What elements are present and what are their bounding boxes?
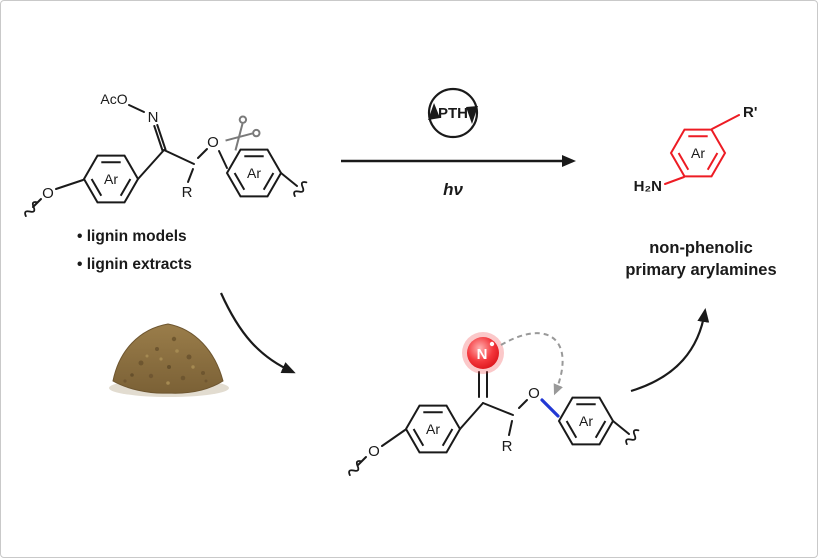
phenolic-o-label: O <box>368 443 380 460</box>
ar-label: Ar <box>579 413 593 429</box>
ether-o-label: O <box>528 385 540 402</box>
aco-label: AcO <box>100 91 127 107</box>
scissors-icon <box>220 114 262 156</box>
phenolic-o-label: O <box>42 185 54 202</box>
substrate-structure: O Ar AcO N R O Ar <box>22 91 310 219</box>
hv-label: hν <box>443 180 463 199</box>
ar-label: Ar <box>691 145 705 161</box>
bullet-lignin-extracts: • lignin extracts <box>77 256 192 273</box>
product-caption-line2: primary arylamines <box>625 261 776 279</box>
nitrogen-radical-highlight: N <box>462 332 504 374</box>
bullet-lignin-models: • lignin models <box>77 228 187 245</box>
intermediate-structure: O Ar R O Ar <box>346 371 642 478</box>
oxime-n-label: N <box>148 109 159 126</box>
pth-label: PTH <box>438 105 468 122</box>
chain-truncation-squiggle <box>623 427 642 447</box>
curved-arrow-to-product <box>630 308 710 393</box>
highlighted-aryl-ether-bond <box>540 398 560 418</box>
r-prime-label: R' <box>743 104 757 121</box>
r-label: R <box>502 438 513 455</box>
h2n-label: H₂N <box>634 178 662 195</box>
radical-attack-dashed-arrow <box>500 332 564 396</box>
product-caption-line1: non-phenolic <box>649 239 753 257</box>
chain-truncation-squiggle <box>291 179 310 199</box>
radical-n-label: N <box>477 346 488 363</box>
ar-label: Ar <box>104 171 118 187</box>
lignin-powder-image <box>109 323 229 397</box>
r-label: R <box>182 184 193 201</box>
product-structure: H₂N Ar R' <box>634 104 758 195</box>
pth-catalytic-cycle-icon <box>427 87 479 139</box>
ar-label: Ar <box>426 421 440 437</box>
ar-label: Ar <box>247 165 261 181</box>
curved-arrow-to-intermediate <box>219 292 296 374</box>
radical-dot <box>489 341 495 347</box>
ether-o-label: O <box>207 134 219 151</box>
